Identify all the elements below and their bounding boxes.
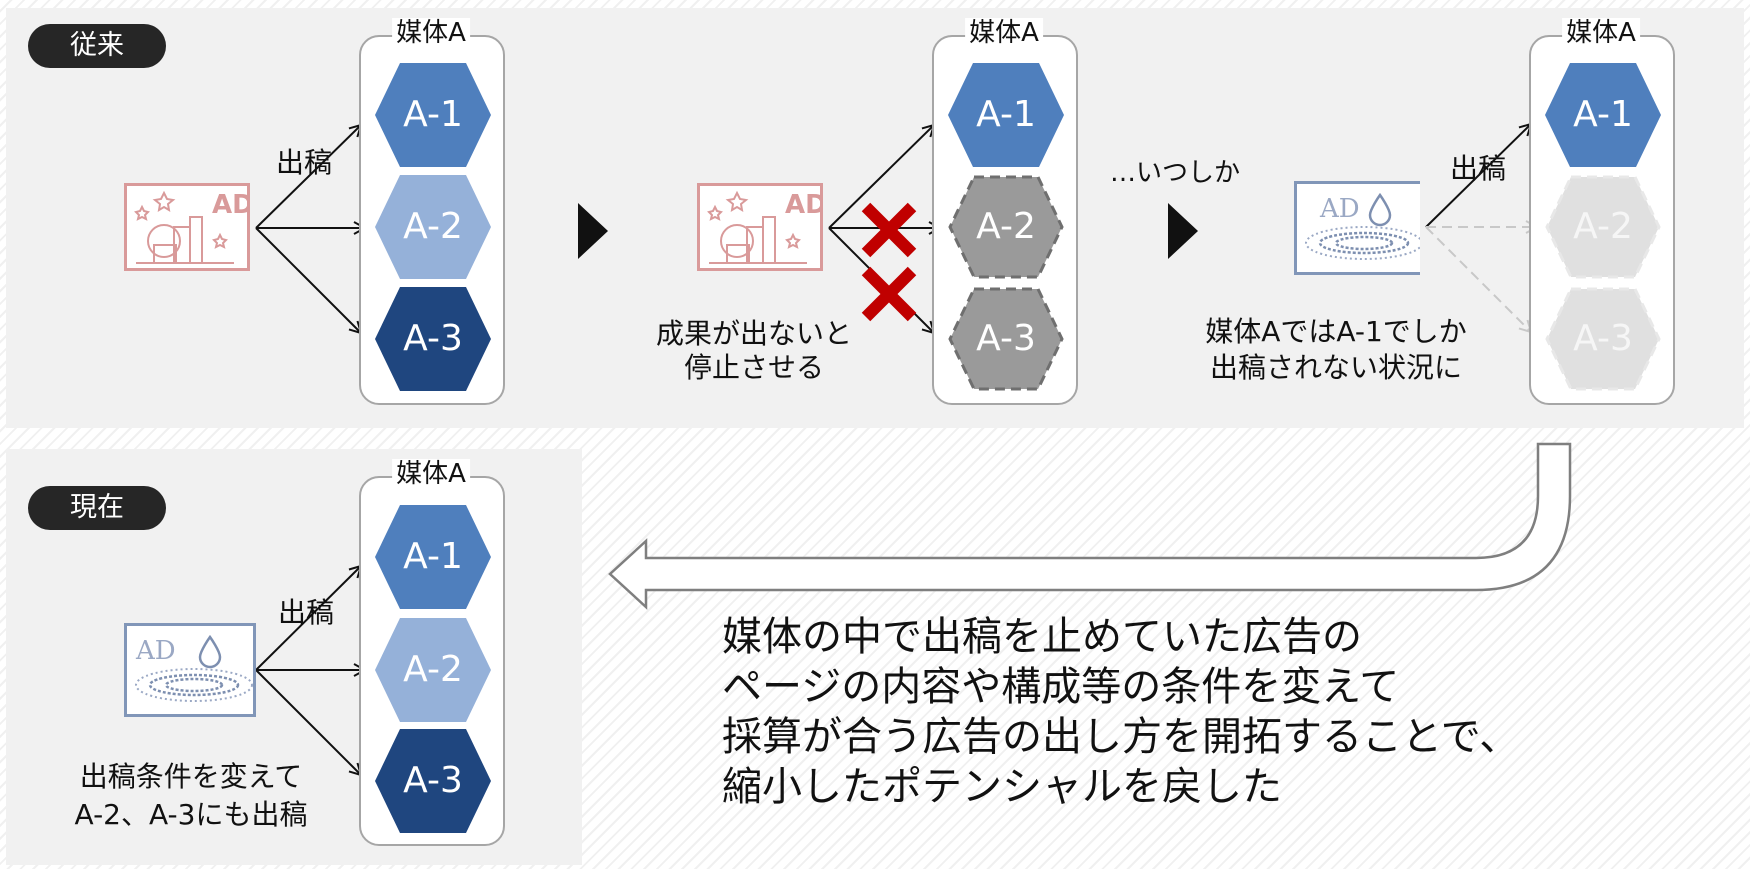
stop-cross-icon — [861, 266, 917, 322]
summary-line-3: 採算が合う広告の出し方を開拓することで、 — [722, 714, 1520, 760]
placement-a3: A-3 — [373, 728, 493, 834]
placement-label: A-1 — [403, 536, 463, 577]
placement-label: A-1 — [976, 94, 1036, 135]
step-arrow-2 — [1168, 203, 1198, 259]
placement-a1: A-1 — [373, 504, 493, 610]
submit-label: 出稿 — [278, 596, 335, 629]
arrow-s2-a1 — [828, 125, 934, 229]
placement-a1: A-1 — [946, 62, 1066, 168]
ad-creative-water-drop-icon: AD — [124, 623, 256, 717]
stop-note-line-1: 成果が出ないと — [655, 317, 853, 350]
placement-a2-stopped: A-2 — [946, 174, 1066, 280]
only-a1-line-2: 出稿されない状況に — [1209, 351, 1463, 384]
placement-a3-faded: A-3 — [1543, 286, 1663, 392]
placement-a2: A-2 — [373, 174, 493, 280]
stop-cross-icon — [861, 202, 917, 258]
ad-text: AD — [1319, 194, 1360, 224]
ad-text: AD — [135, 636, 176, 666]
media-title: 媒体A — [392, 18, 470, 48]
before-section-label: 従来 — [28, 24, 166, 68]
placement-label: A-3 — [403, 318, 463, 359]
placement-label: A-1 — [403, 94, 463, 135]
arrow-s4-a1 — [255, 566, 361, 671]
return-arrow — [608, 442, 1572, 610]
step-arrow-1 — [578, 203, 608, 259]
eventually-label: …いつしか — [1110, 158, 1241, 188]
submit-label: 出稿 — [276, 146, 333, 179]
placement-label: A-3 — [403, 760, 463, 801]
placement-label: A-3 — [976, 318, 1036, 359]
arrow-s3-a3-faded — [1425, 226, 1531, 332]
ad-creative-building-icon: AD — [697, 183, 823, 271]
placement-label: A-1 — [1573, 94, 1633, 135]
placement-a2-faded: A-2 — [1543, 174, 1663, 280]
ad-text: AD — [785, 190, 823, 220]
placement-label: A-2 — [1573, 206, 1633, 247]
now-section-label: 現在 — [28, 486, 166, 530]
now-note-line-1: 出稿条件を変えて — [79, 760, 303, 793]
placement-label: A-2 — [403, 649, 463, 690]
now-note-line-2: A-2、A-3にも出稿 — [74, 798, 308, 831]
placement-a1: A-1 — [1543, 62, 1663, 168]
placement-a3: A-3 — [373, 286, 493, 392]
placement-label: A-2 — [403, 206, 463, 247]
media-title: 媒体A — [1562, 18, 1640, 48]
media-title: 媒体A — [965, 18, 1043, 48]
only-a1-line-1: 媒体AではA-1でしか — [1205, 315, 1467, 348]
arrow-s4-a3 — [255, 669, 361, 775]
summary-text: 媒体の中で出稿を止めていた広告の ページの内容や構成等の条件を変えて 採算が合う… — [722, 612, 1519, 812]
summary-line-4: 縮小したポテンシャルを戻した — [722, 764, 1282, 810]
placement-label: A-3 — [1573, 318, 1633, 359]
summary-line-2: ページの内容や構成等の条件を変えて — [722, 664, 1400, 710]
ad-text: AD — [212, 190, 250, 220]
stop-note-line-2: 停止させる — [683, 351, 825, 384]
placement-a2: A-2 — [373, 617, 493, 723]
arrow-s1-a3 — [255, 227, 361, 333]
submit-label: 出稿 — [1450, 152, 1507, 185]
arrow-s1-a1 — [255, 125, 361, 229]
placement-a3-stopped: A-3 — [946, 286, 1066, 392]
ad-creative-water-drop-icon: AD — [1294, 181, 1420, 275]
ad-creative-building-icon: AD — [124, 183, 250, 271]
placement-label: A-2 — [976, 206, 1036, 247]
summary-line-1: 媒体の中で出稿を止めていた広告の — [722, 614, 1362, 660]
media-title: 媒体A — [392, 459, 470, 489]
arrow-s3-a1 — [1425, 124, 1531, 228]
placement-a1: A-1 — [373, 62, 493, 168]
